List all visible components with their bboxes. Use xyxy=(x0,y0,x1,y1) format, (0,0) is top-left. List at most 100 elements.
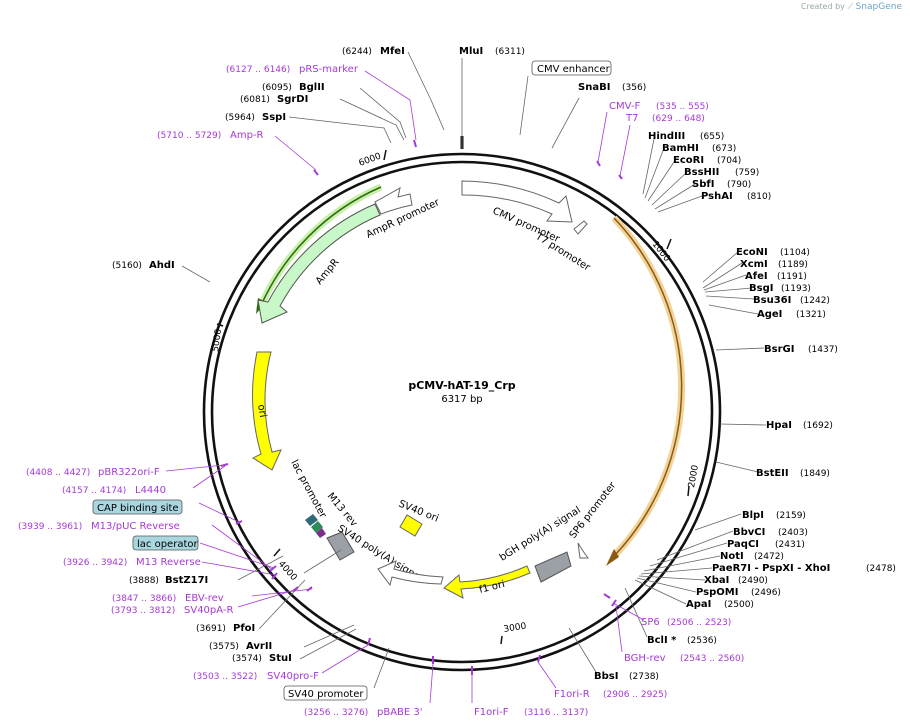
site-pos: (3575) xyxy=(209,642,239,652)
primer-range: (2543 .. 2560) xyxy=(680,654,744,664)
gene-arc-right[interactable] xyxy=(606,215,686,566)
sv40-polya-arrow[interactable] xyxy=(377,560,444,587)
site-pos: (6311) xyxy=(495,47,525,57)
site-pos: (1193) xyxy=(781,284,811,294)
site-name: AfeI xyxy=(745,271,768,282)
primer-range: (3926 .. 3942) xyxy=(63,558,127,568)
site-pos: (2738) xyxy=(629,672,659,682)
site-pos: (2490) xyxy=(738,576,768,586)
site-name: AhdI xyxy=(149,260,175,271)
primer-range: (4408 .. 4427) xyxy=(26,468,90,478)
primer-name: T7 xyxy=(625,113,638,124)
site-pos: (1321) xyxy=(796,310,826,320)
site-name: PshAI xyxy=(701,191,733,202)
site-name: PaqCI xyxy=(727,539,759,550)
site-pos: (6081) xyxy=(240,95,270,105)
cmv-promoter-arrow[interactable]: CMV promoter xyxy=(461,180,573,245)
site-name: ApaI xyxy=(686,599,711,610)
lac-operator-label: lac operator xyxy=(137,539,198,550)
primer-marks xyxy=(220,139,623,675)
bgh-polya-block[interactable]: bGH poly(A) signal xyxy=(498,505,583,583)
site-pos: (2431) xyxy=(775,540,805,550)
site-pos: (3574) xyxy=(232,654,262,664)
site-name: StuI xyxy=(269,653,292,664)
site-name: MfeI xyxy=(380,46,405,57)
snapgene-credit: Created by ⟋ SnapGene xyxy=(801,2,902,12)
site-pos: (1437) xyxy=(808,345,838,355)
primer-range: (3256 .. 3276) xyxy=(304,708,368,718)
tick-label: 4000 xyxy=(276,559,299,583)
primer-range: (3847 .. 3866) xyxy=(112,594,176,604)
site-pos: (2403) xyxy=(778,528,808,538)
boxed-feature-labels: CMV enhancer SV40 promoter CAP binding s… xyxy=(92,60,612,701)
site-name: BbsI xyxy=(594,671,618,682)
primer-range: (2906 .. 2925) xyxy=(603,690,667,700)
site-pos: (356) xyxy=(622,83,646,93)
site-pos: (2496) xyxy=(751,588,781,598)
site-pos: (2478) xyxy=(866,564,896,574)
site-name: BssHII xyxy=(684,167,719,178)
site-pos: (1849) xyxy=(800,469,830,479)
site-pos: (6244) xyxy=(342,47,372,57)
site-name: BamHI xyxy=(662,143,699,154)
tick-label: 2000 xyxy=(687,464,701,489)
site-name: PspOMI xyxy=(696,587,738,598)
primer-name: SV40pro-F xyxy=(267,671,319,682)
plasmid-length: 6317 bp xyxy=(441,394,482,405)
cap-binding-site-label: CAP binding site xyxy=(97,503,179,514)
site-name: SnaBI xyxy=(578,82,610,93)
primer-name: pBR322ori-F xyxy=(98,467,160,478)
primer-range: (3939 .. 3961) xyxy=(18,522,82,532)
site-name: Bsu36I xyxy=(753,295,791,306)
site-name: EcoNI xyxy=(736,247,768,258)
primer-range: (3793 .. 3812) xyxy=(111,606,175,616)
primer-range: (535 .. 555) xyxy=(656,102,709,112)
ampr-arrow[interactable]: AmpR xyxy=(257,203,381,324)
site-pos: (759) xyxy=(735,168,759,178)
primer-name: SP6 xyxy=(641,617,660,628)
primer-name: pRS-marker xyxy=(299,64,359,75)
site-pos: (3691) xyxy=(196,624,226,634)
site-name: PaeR7I - PspXI - XhoI xyxy=(712,563,830,574)
site-pos: (5964) xyxy=(225,113,255,123)
lac-promoter-label: lac promoter xyxy=(288,458,328,520)
t7-promoter-label: T7 promoter xyxy=(533,231,593,274)
site-name: XcmI xyxy=(740,259,768,270)
sv40-ori-block[interactable]: SV40 ori xyxy=(397,499,440,537)
site-pos: (704) xyxy=(717,156,741,166)
tick-label: 3000 xyxy=(503,621,527,635)
credit-brand: SnapGene xyxy=(855,2,902,12)
site-labels: MluI (6311) (6244) MfeI (6095) BglII (60… xyxy=(112,46,896,682)
primer-name: M13/pUC Reverse xyxy=(91,521,180,532)
primer-range: (3503 .. 3522) xyxy=(193,672,257,682)
primer-range: (2506 .. 2523) xyxy=(667,618,731,628)
credit-prefix: Created by xyxy=(800,2,845,11)
cmv-enhancer-label: CMV enhancer xyxy=(537,64,611,75)
sp6-promoter-arrow[interactable]: SP6 promoter xyxy=(568,480,619,559)
site-name: BsgI xyxy=(749,283,773,294)
ampr-label: AmpR xyxy=(314,257,342,287)
site-pos: (2159) xyxy=(776,511,806,521)
f1-ori-arrow[interactable]: f1 ori xyxy=(443,565,531,599)
site-name: BsrGI xyxy=(764,344,794,355)
lac-small-features[interactable] xyxy=(305,514,326,538)
ori-label: ori xyxy=(255,404,268,419)
site-name: XbaI xyxy=(704,575,729,586)
tick-label: 6000 xyxy=(358,151,383,168)
ori-arrow[interactable]: ori xyxy=(251,351,282,471)
site-pos: (2536) xyxy=(687,636,717,646)
lac-promoter-label-group: lac promoter M13 rev xyxy=(288,458,359,529)
site-name: SbfI xyxy=(692,179,714,190)
site-name: BlpI xyxy=(742,510,764,521)
primer-name: F1ori-F xyxy=(474,707,509,718)
site-name: PfoI xyxy=(233,623,255,634)
site-pos: (655) xyxy=(700,132,724,142)
site-name: HpaI xyxy=(766,420,792,431)
site-name: EcoRI xyxy=(673,155,704,166)
site-leaders xyxy=(181,51,767,689)
site-name: AvrII xyxy=(246,641,272,652)
site-name: NotI xyxy=(720,551,744,562)
primer-name: M13 Reverse xyxy=(136,557,201,568)
primer-range: (5710 .. 5729) xyxy=(157,131,221,141)
primer-range: (629 .. 648) xyxy=(652,114,705,124)
